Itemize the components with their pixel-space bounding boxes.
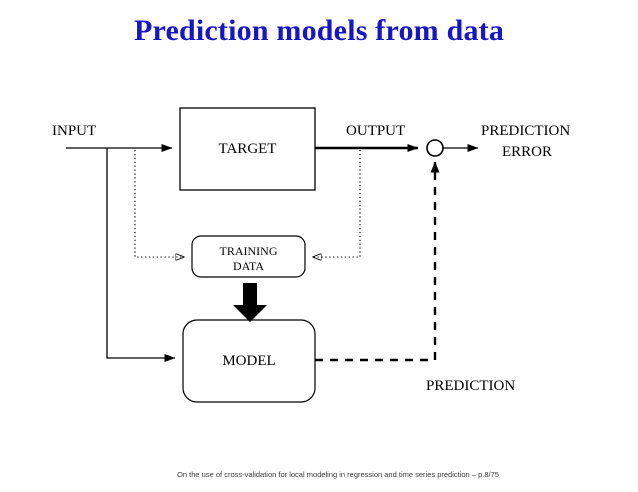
connector-output-to-training-data (313, 150, 361, 257)
label-prediction-error-line1: PREDICTION (481, 123, 571, 139)
label-prediction-error-line2: ERROR (502, 144, 553, 160)
block-label-training-data-line1: TRAINING (219, 244, 278, 258)
page-title: Prediction models from data (133, 14, 505, 47)
label-output: OUTPUT (346, 123, 406, 139)
block-label-training-data-line2: DATA (232, 259, 265, 273)
connector-input-to-training-data (134, 150, 184, 257)
footer-text: On the use of cross-validation for local… (177, 470, 499, 479)
block-training-data (191, 235, 306, 278)
label-input: INPUT (52, 123, 97, 139)
block-target (179, 107, 316, 191)
label-prediction: PREDICTION (426, 378, 516, 394)
block-label-target: TARGET (218, 141, 277, 157)
connector-model-to-junction (315, 161, 440, 362)
block-label-model: MODEL (222, 353, 276, 369)
summing-junction-node (426, 139, 444, 157)
connector-input-to-model (106, 148, 176, 362)
connector-training-data-to-model (233, 283, 267, 322)
